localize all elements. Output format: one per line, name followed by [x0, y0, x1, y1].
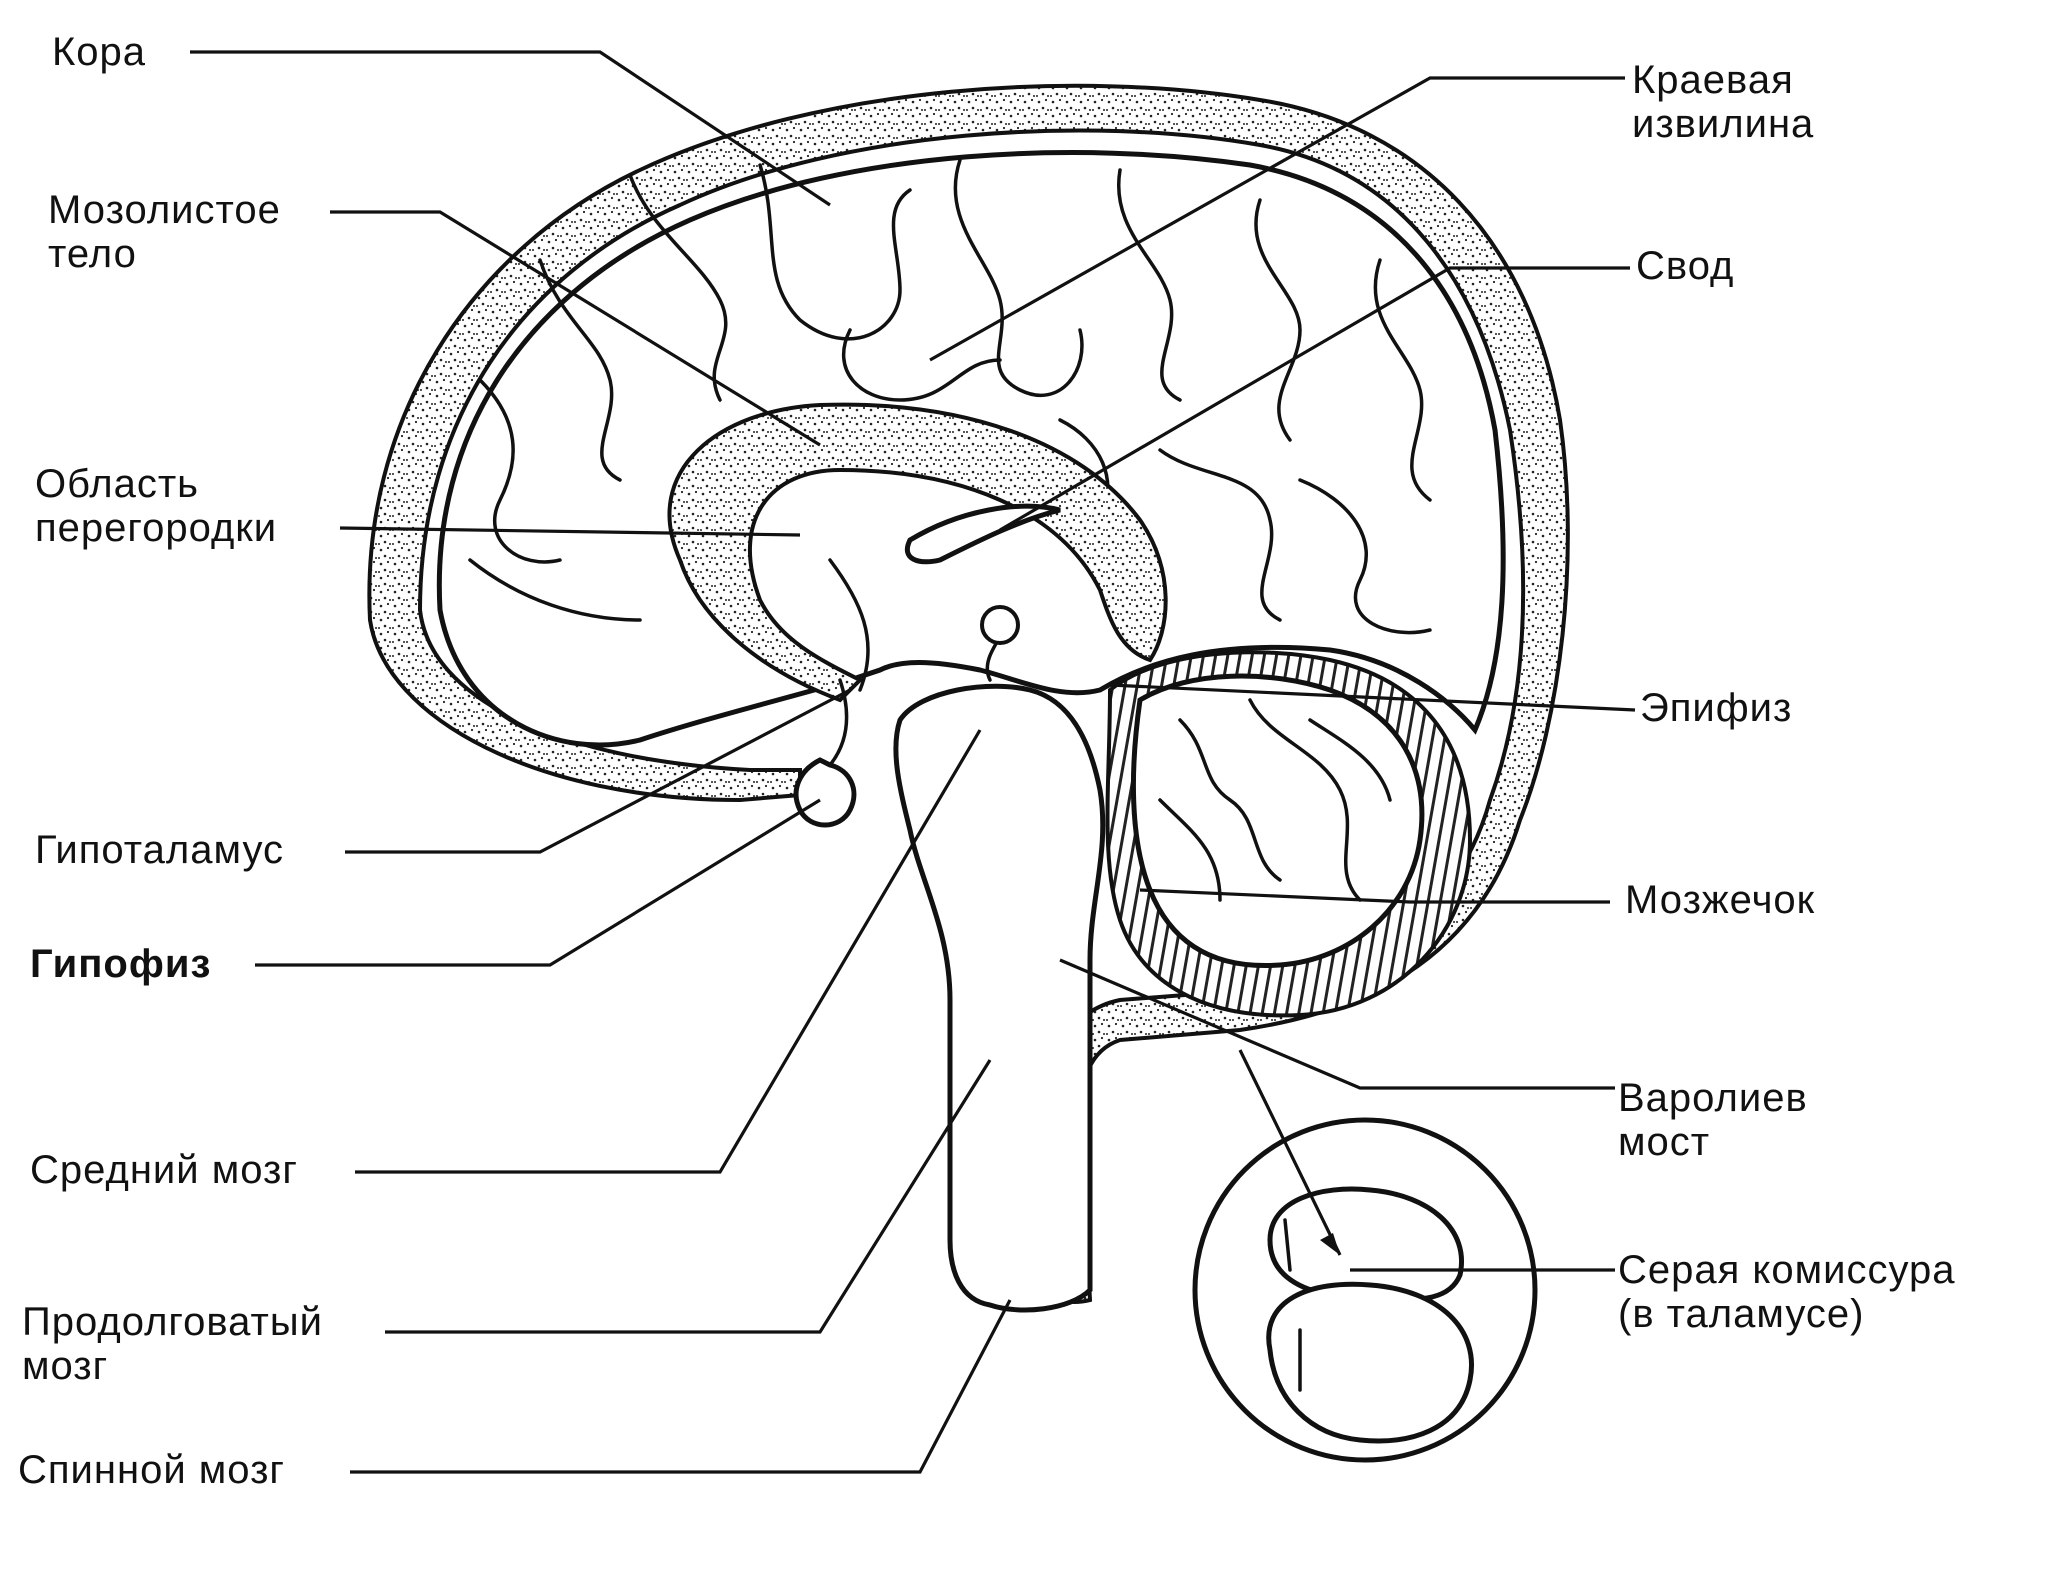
cerebellum-folia	[1158, 698, 1392, 902]
label-seraya-line2: (в таламусе)	[1618, 1292, 1865, 1336]
label-seraya-komissura: Серая комиссура (в таламусе)	[1618, 1248, 1955, 1336]
label-kora: Кора	[52, 30, 147, 74]
label-prodolgovatyi-line2: мозг	[22, 1344, 109, 1388]
leader-lines	[190, 50, 1636, 1474]
label-varoliev-line2: мост	[1618, 1120, 1711, 1164]
label-mozzhechok: Мозжечок	[1625, 878, 1816, 922]
label-spinnoy-mozg: Спинной мозг	[18, 1448, 285, 1492]
label-seraya-line1: Серая комиссура	[1618, 1248, 1956, 1292]
label-mozolistoe-telo: Мозолистое тело	[48, 188, 281, 276]
corpus-callosum	[667, 402, 1168, 703]
label-mozolistoe-line2: тело	[48, 232, 137, 276]
pituitary	[793, 757, 857, 828]
label-oblast-line1: Область	[35, 462, 199, 506]
cortex-gyri	[468, 158, 1432, 635]
label-kraevaya-izvilina: Краевая извилина	[1632, 58, 1814, 146]
label-kraevaya-line1: Краевая	[1632, 58, 1794, 102]
label-epifiz: Эпифиз	[1640, 686, 1793, 730]
label-oblast-line2: перегородки	[35, 506, 278, 550]
cerebellum-inner	[1130, 673, 1425, 969]
hypothalamus-stalk	[828, 678, 849, 767]
brainstem	[893, 683, 1106, 1313]
label-varoliev-line1: Варолиев	[1618, 1076, 1808, 1120]
label-mozolistoe-line1: Мозолистое	[48, 188, 281, 232]
label-gipotalamus: Гипоталамус	[35, 828, 284, 872]
label-kraevaya-line2: извилина	[1632, 102, 1815, 146]
label-gipofiz: Гипофиз	[30, 942, 212, 986]
label-sredniy-mozg: Средний мозг	[30, 1148, 298, 1192]
label-svod: Свод	[1636, 244, 1735, 288]
label-oblast-peregorodki: Область перегородки	[35, 462, 277, 550]
fornix	[905, 503, 1061, 565]
inset-hatch-1	[1283, 1218, 1302, 1392]
inset-thalamus-lower	[1266, 1281, 1474, 1444]
gray-commissure-dot	[980, 605, 1020, 645]
inset-arrow	[1238, 1049, 1342, 1256]
inset-arrowhead	[1320, 1233, 1340, 1255]
inset-circle	[1192, 1117, 1538, 1463]
label-varoliev-most: Варолиев мост	[1618, 1076, 1808, 1164]
label-prodolgovatyi-mozg: Продолговатый мозг	[22, 1300, 323, 1388]
label-prodolgovatyi-line1: Продолговатый	[22, 1300, 323, 1344]
